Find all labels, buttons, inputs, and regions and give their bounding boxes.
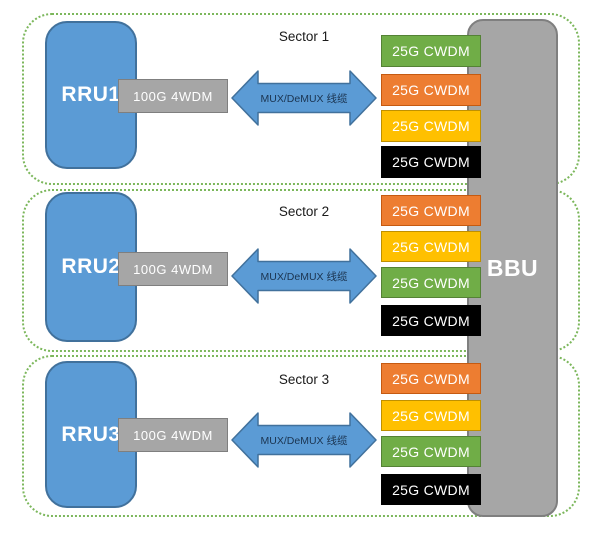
transceiver-s1-yellow: 25G CWDM	[381, 110, 481, 142]
transceiver-s3-yellow: 25G CWDM	[381, 400, 481, 431]
wdm-module-3: 100G 4WDM	[118, 418, 228, 452]
bbu-box: BBU	[467, 19, 558, 517]
sector-2-box	[22, 189, 580, 352]
transceiver-s1-black: 25G CWDM	[381, 146, 481, 178]
bbu-label: BBU	[486, 254, 539, 281]
sector-3-title: Sector 3	[278, 372, 330, 387]
transceiver-s3-orange: 25G CWDM	[381, 363, 481, 394]
sector-1-box	[22, 13, 580, 185]
mux-demux-arrow-1: MUX/DeMUX 线缆	[231, 69, 377, 127]
rru2-label: RRU2	[61, 255, 121, 278]
rru1-label: RRU1	[61, 83, 121, 106]
wdm-module-1: 100G 4WDM	[118, 79, 228, 113]
sector-3-box	[22, 355, 580, 517]
transceiver-s2-black: 25G CWDM	[381, 305, 481, 336]
sector-1-title: Sector 1	[278, 29, 330, 44]
wdm-module-2: 100G 4WDM	[118, 252, 228, 286]
rru3-box: RRU3	[45, 361, 137, 508]
transceiver-s3-black: 25G CWDM	[381, 474, 481, 505]
rru3-label: RRU3	[61, 422, 121, 446]
transceiver-s1-orange: 25G CWDM	[381, 74, 481, 106]
transceiver-s1-green: 25G CWDM	[381, 35, 481, 67]
transceiver-s3-green: 25G CWDM	[381, 436, 481, 467]
transceiver-s2-yellow: 25G CWDM	[381, 231, 481, 262]
transceiver-s2-orange: 25G CWDM	[381, 195, 481, 226]
double-arrow-icon	[231, 70, 377, 126]
mux-demux-cable-label-1: MUX/DeMUX 线缆	[260, 92, 348, 105]
mux-demux-arrow-3: MUX/DeMUX 线缆	[231, 411, 377, 469]
transceiver-s2-green: 25G CWDM	[381, 267, 481, 298]
sector-2-title: Sector 2	[278, 204, 330, 219]
mux-demux-cable-label-3: MUX/DeMUX 线缆	[260, 434, 348, 447]
double-arrow-icon	[231, 412, 377, 468]
double-arrow-icon	[231, 248, 377, 304]
mux-demux-cable-label-2: MUX/DeMUX 线缆	[260, 270, 348, 283]
mux-demux-arrow-2: MUX/DeMUX 线缆	[231, 247, 377, 305]
